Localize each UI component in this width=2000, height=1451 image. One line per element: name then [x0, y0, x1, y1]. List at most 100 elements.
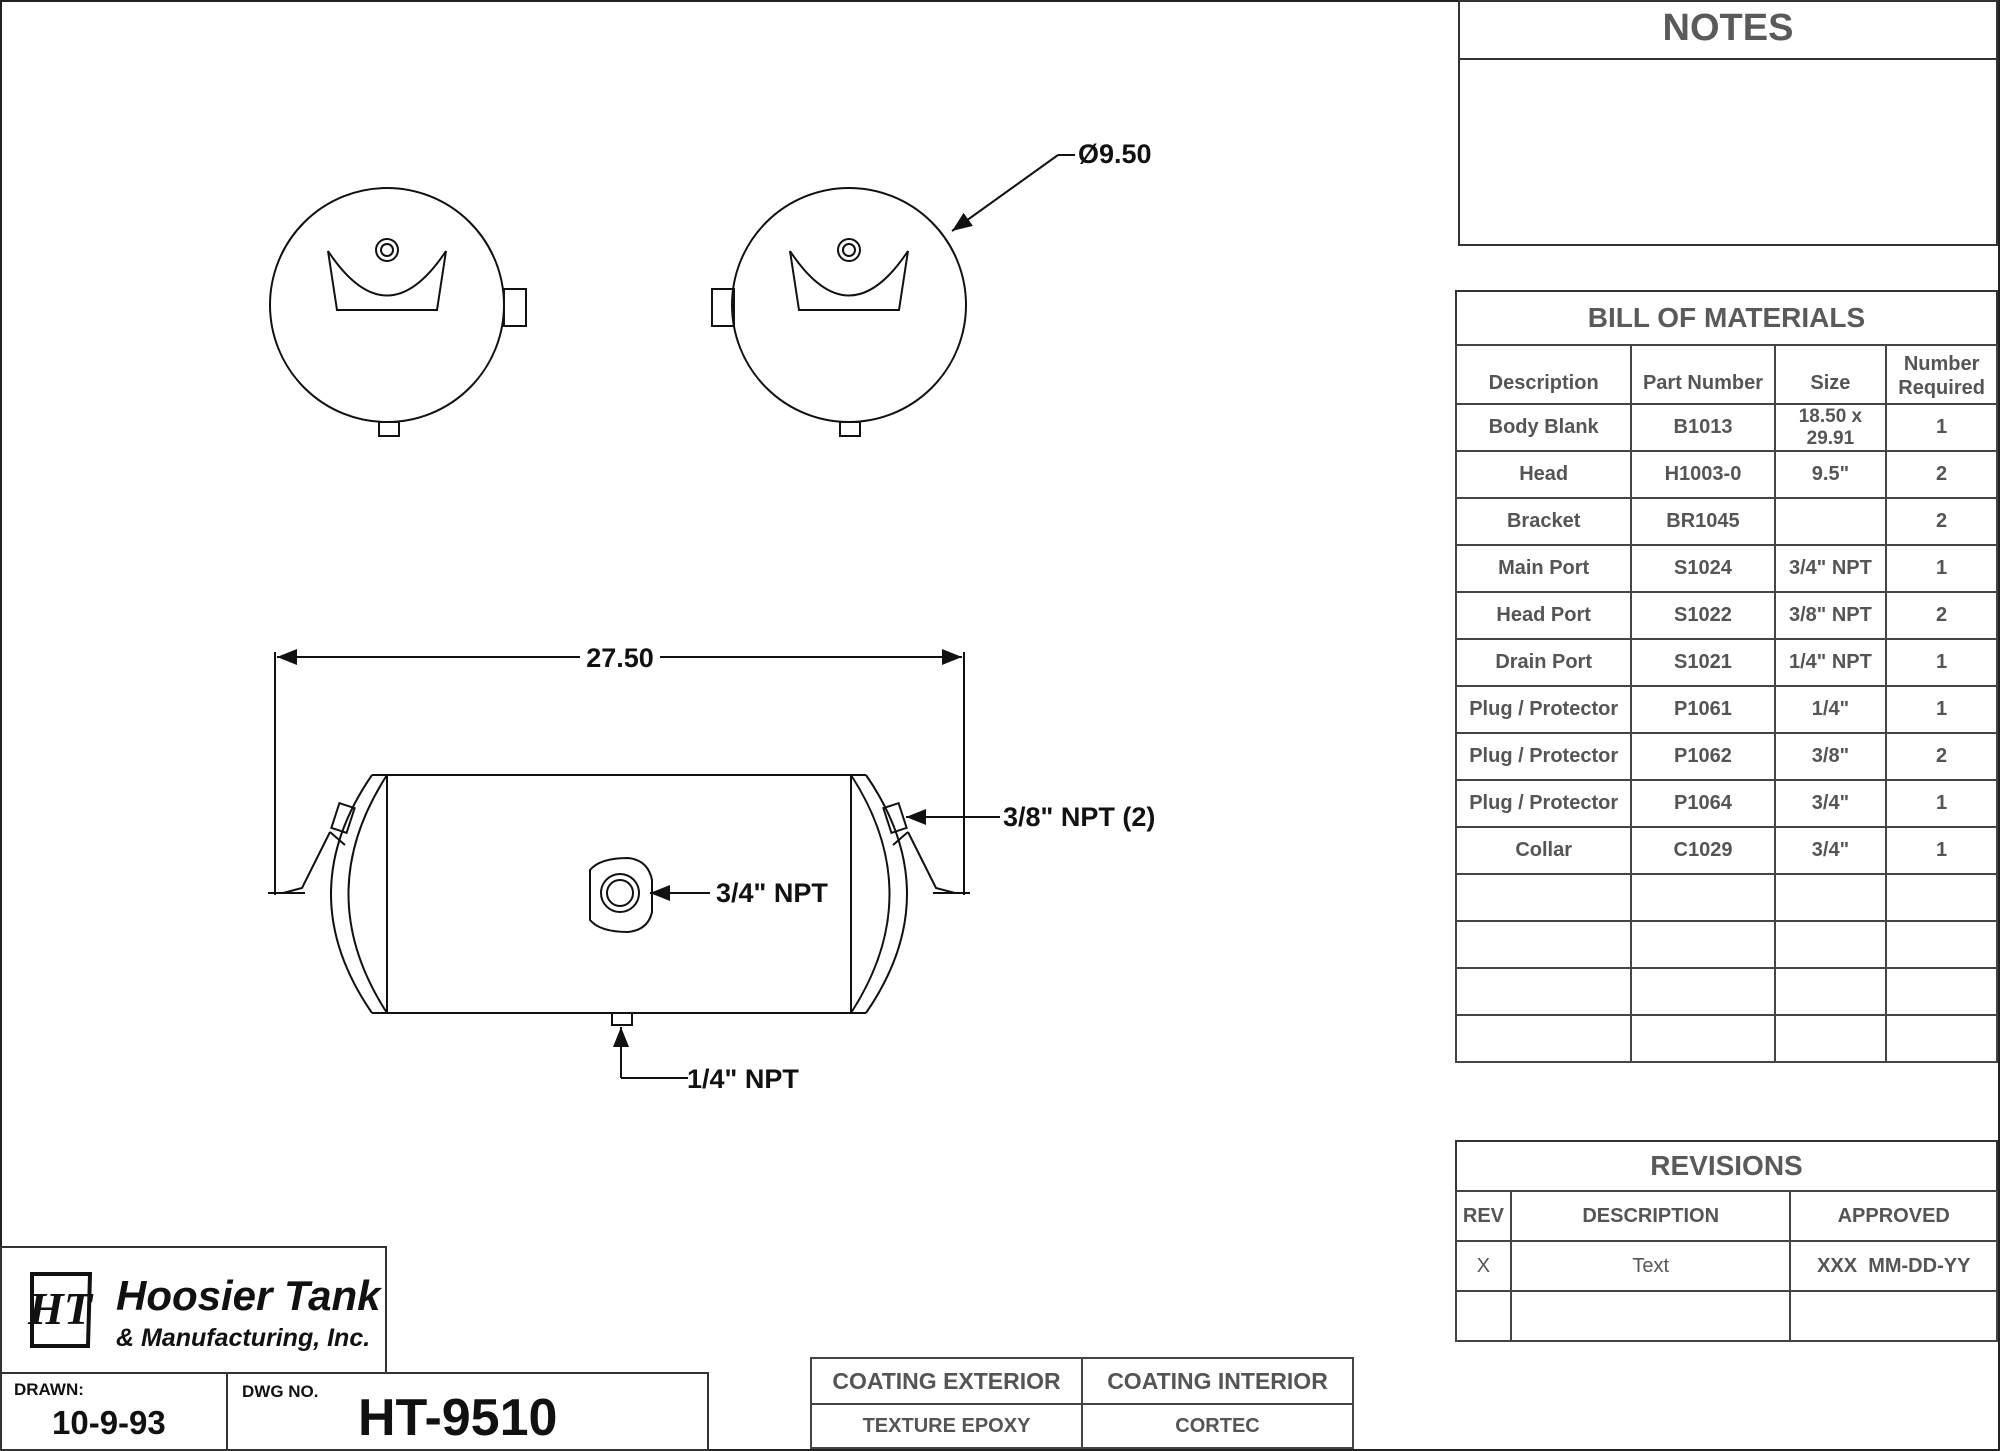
dwg-box: DWG NO. HT-9510 — [226, 1372, 709, 1451]
bom-cell — [1454, 873, 1633, 922]
bom-cell: Body Blank — [1454, 403, 1633, 452]
bom-cell: Bracket — [1454, 497, 1633, 546]
bom-cell: 1 — [1885, 826, 1998, 875]
revisions-title-box: REVISIONS — [1455, 1140, 1998, 1192]
bom-cell: 18.50 x 29.91 — [1773, 403, 1888, 452]
bom-cell: 2 — [1885, 732, 1998, 781]
rev-cell: X — [1455, 1240, 1512, 1292]
bom-cell: H1003-0 — [1630, 450, 1776, 499]
bom-cell: 2 — [1885, 591, 1998, 640]
main-port-label: 3/4" NPT — [716, 878, 828, 908]
notes-box: NOTES — [1458, 0, 1998, 246]
svg-text:HT: HT — [27, 1283, 94, 1334]
bom-cell: Head Port — [1454, 591, 1633, 640]
bom-cell: 1 — [1885, 638, 1998, 687]
bom-cell — [1454, 1014, 1633, 1063]
bom-col-part-number: Part Number — [1630, 344, 1776, 405]
bom-cell: Collar — [1454, 826, 1633, 875]
bom-cell: 2 — [1885, 497, 1998, 546]
ht-logo-icon: HT — [27, 1272, 94, 1348]
bom-cell — [1773, 920, 1888, 969]
diameter-label: Ø9.50 — [1078, 139, 1152, 169]
bom-cell — [1885, 1014, 1998, 1063]
bom-cell: 3/4" — [1773, 779, 1888, 828]
bom-cell — [1630, 873, 1776, 922]
revisions-table: REV DESCRIPTION APPROVED X Text XXX MM-D… — [1455, 1190, 1998, 1342]
side-view — [282, 774, 956, 1026]
coating-interior-label: COATING INTERIOR — [1081, 1357, 1354, 1405]
bom-cell: 1 — [1885, 403, 1998, 452]
bom-cell — [1630, 1014, 1776, 1063]
bom-cell — [1773, 497, 1888, 546]
revisions-title: REVISIONS — [1650, 1150, 1803, 1181]
bom-cell — [1773, 873, 1888, 922]
rev-cell: XXX MM-DD-YY — [1789, 1240, 1998, 1292]
drain-port-label: 1/4" NPT — [687, 1064, 799, 1094]
dwg-label: DWG NO. — [242, 1382, 319, 1401]
revisions-header-row: REV DESCRIPTION APPROVED — [1455, 1190, 1998, 1242]
table-row — [1454, 873, 1998, 922]
bom-cell: Plug / Protector — [1454, 685, 1633, 734]
bom-cell: C1029 — [1630, 826, 1776, 875]
bom-cell: 3/4" NPT — [1773, 544, 1888, 593]
table-row — [1455, 1290, 1998, 1342]
table-row — [1454, 920, 1998, 969]
bom-cell — [1454, 920, 1633, 969]
bom-title: BILL OF MATERIALS — [1587, 302, 1866, 333]
bom-cell: B1013 — [1630, 403, 1776, 452]
end-view-left — [269, 187, 527, 437]
company-logo-box: HT Hoosier Tank & Manufacturing, Inc. — [0, 1246, 387, 1374]
bom-cell: 1/4" — [1773, 685, 1888, 734]
bom-cell: 3/8" NPT — [1773, 591, 1888, 640]
rev-col-approved: APPROVED — [1789, 1190, 1998, 1242]
bom-cell: Main Port — [1454, 544, 1633, 593]
bom-cell: S1021 — [1630, 638, 1776, 687]
notes-title: NOTES — [1460, 2, 1996, 60]
company-name: Hoosier Tank — [116, 1272, 381, 1319]
bom-cell: 9.5" — [1773, 450, 1888, 499]
bom-cell — [1630, 920, 1776, 969]
dwg-number: HT-9510 — [358, 1389, 558, 1447]
bom-cell: P1064 — [1630, 779, 1776, 828]
bom-col-number-required: Number Required — [1885, 344, 1998, 405]
rev-cell: Text — [1509, 1240, 1792, 1292]
rev-cell — [1455, 1290, 1512, 1342]
bom-cell — [1454, 967, 1633, 1016]
rev-cell — [1789, 1290, 1998, 1342]
bom-cell: 1 — [1885, 685, 1998, 734]
bom-cell: S1024 — [1630, 544, 1776, 593]
table-row — [1454, 1014, 1998, 1063]
bom-table: Description Part Number Size Number Requ… — [1454, 344, 1998, 1063]
bom-col-description: Description — [1454, 344, 1633, 405]
bom-cell: 2 — [1885, 450, 1998, 499]
bom-cell — [1773, 967, 1888, 1016]
bom-col-size: Size — [1773, 344, 1888, 405]
bom-title-box: BILL OF MATERIALS — [1455, 290, 1998, 346]
bom-cell: Plug / Protector — [1454, 779, 1633, 828]
bom-cell: P1062 — [1630, 732, 1776, 781]
coating-interior-value: CORTEC — [1081, 1403, 1354, 1449]
coating-exterior-label: COATING EXTERIOR — [809, 1357, 1084, 1405]
bom-cell — [1773, 1014, 1888, 1063]
bom-cell: Drain Port — [1454, 638, 1633, 687]
bom-cell: Head — [1454, 450, 1633, 499]
bom-cell — [1630, 967, 1776, 1016]
drawn-label: DRAWN: — [14, 1380, 84, 1399]
bom-cell: 1/4" NPT — [1773, 638, 1888, 687]
rev-col-rev: REV — [1455, 1190, 1512, 1242]
rev-cell — [1509, 1290, 1792, 1342]
bom-cell: S1022 — [1630, 591, 1776, 640]
bom-header-row: Description Part Number Size Number Requ… — [1454, 344, 1998, 405]
bom-cell — [1885, 967, 1998, 1016]
drawn-box: DRAWN: 10-9-93 — [0, 1372, 228, 1451]
table-row — [1454, 967, 1998, 1016]
